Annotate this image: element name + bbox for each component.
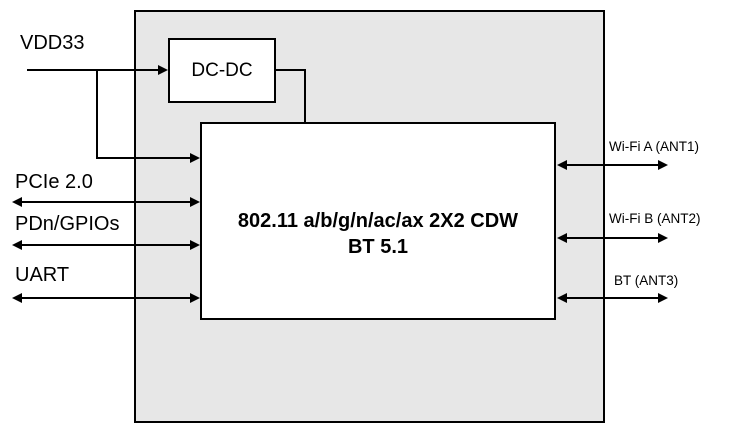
main-block-label-line2: BT 5.1 xyxy=(347,236,409,258)
dcdc-output-vline xyxy=(304,69,306,124)
vdd33-branch-arrowhead-icon xyxy=(190,153,200,163)
vdd33-arrowhead-icon xyxy=(158,65,168,75)
vdd33-label: VDD33 xyxy=(20,32,85,54)
wifi-b-line xyxy=(565,237,660,239)
vdd33-branch-hline xyxy=(96,157,190,159)
dcdc-block: DC-DC xyxy=(168,38,276,103)
uart-label: UART xyxy=(15,264,70,286)
pdn-gpios-label: PDn/GPIOs xyxy=(15,213,120,235)
wifi-a-arrowhead-left-icon xyxy=(557,160,567,170)
pcie-arrowhead-left-icon xyxy=(12,197,22,207)
main-radio-block: 802.11 a/b/g/n/ac/ax 2X2 CDW BT 5.1 xyxy=(200,122,556,320)
pcie-line xyxy=(20,201,192,203)
wifi-b-arrowhead-left-icon xyxy=(557,233,567,243)
wifi-a-line xyxy=(565,164,660,166)
pcie-label: PCIe 2.0 xyxy=(15,171,93,193)
wifi-a-ant1-label: Wi-Fi A (ANT1) xyxy=(609,139,699,154)
pcie-arrowhead-right-icon xyxy=(190,197,200,207)
uart-arrowhead-left-icon xyxy=(12,293,22,303)
wifi-b-arrowhead-right-icon xyxy=(658,233,668,243)
uart-arrowhead-right-icon xyxy=(190,293,200,303)
bt-arrowhead-left-icon xyxy=(557,293,567,303)
dcdc-output-hline xyxy=(272,69,306,71)
main-block-label-line1: 802.11 a/b/g/n/ac/ax 2X2 CDW xyxy=(237,210,519,232)
bt-line xyxy=(565,297,660,299)
vdd33-branch-vline xyxy=(96,69,98,159)
bt-arrowhead-right-icon xyxy=(658,293,668,303)
dcdc-block-label: DC-DC xyxy=(191,59,253,81)
wifi-a-arrowhead-right-icon xyxy=(658,160,668,170)
pdn-gpios-arrowhead-left-icon xyxy=(12,240,22,250)
bt-ant3-label: BT (ANT3) xyxy=(614,273,679,288)
pdn-gpios-arrowhead-right-icon xyxy=(190,240,200,250)
uart-line xyxy=(20,297,192,299)
vdd33-line xyxy=(27,69,161,71)
pdn-gpios-line xyxy=(20,244,192,246)
wifi-b-ant2-label: Wi-Fi B (ANT2) xyxy=(609,211,701,226)
